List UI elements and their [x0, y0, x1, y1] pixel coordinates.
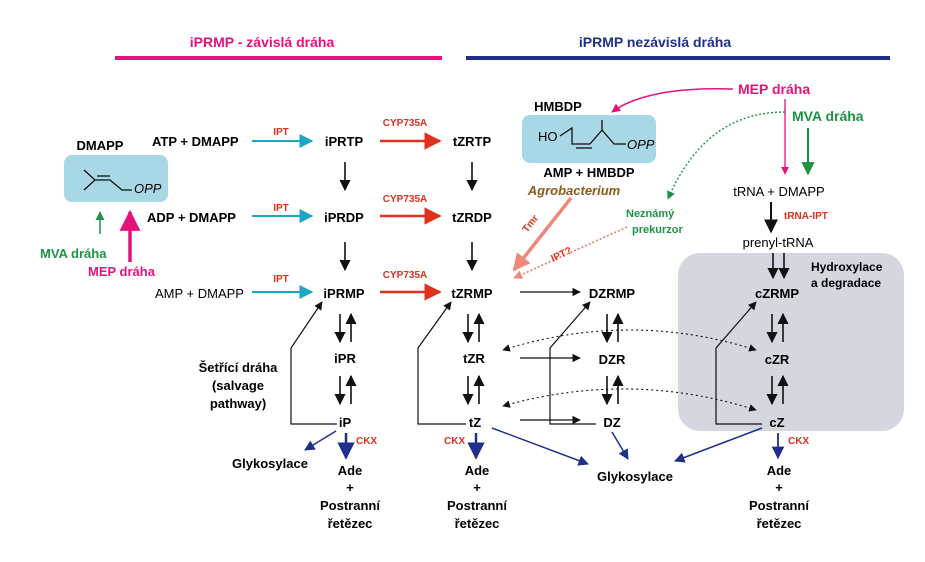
- salvage-label-3: pathway): [210, 396, 266, 411]
- dmapp-label: DMAPP: [77, 138, 124, 153]
- node-iprdp: iPRDP: [324, 210, 364, 225]
- mep-to-hmbdp-arrow: [611, 87, 734, 113]
- salvage-arrow-cz: [715, 301, 762, 425]
- ipt-unknown-arrow: [513, 226, 628, 279]
- hmbdp-opp: OPP: [627, 137, 655, 152]
- retezec-cz: řetězec: [757, 516, 802, 531]
- postranni-cz: Postranní: [749, 498, 809, 513]
- mva-right-label: MVA dráha: [792, 108, 864, 124]
- ckx-label-ip: CKX: [356, 436, 377, 447]
- amp-dmapp: AMP + DMAPP: [155, 286, 244, 301]
- node-tzr: tZR: [463, 351, 485, 366]
- node-dzr: DZR: [599, 352, 626, 367]
- cyp-label-2: CYP735A: [383, 194, 427, 205]
- node-ip: iP: [339, 415, 352, 430]
- ipt-label-1: IPT: [273, 127, 289, 138]
- hydroxylation-line2: a degradace: [811, 276, 881, 290]
- salvage-arrow-tz: [417, 301, 466, 425]
- plus-ip: +: [346, 480, 354, 495]
- tz-to-glyk-arrow: [491, 427, 589, 466]
- hmbdp-box: [522, 115, 656, 163]
- trna-ipt-label: tRNA-IPT: [784, 211, 828, 222]
- salvage-arrow-dz: [549, 301, 596, 425]
- plus-cz: +: [775, 480, 783, 495]
- header-right: iPRMP nezávislá dráha: [579, 34, 731, 50]
- node-cz: cZ: [769, 415, 784, 430]
- amp-hmbdp: AMP + HMBDP: [543, 165, 634, 180]
- header-left: iPRMP - závislá dráha: [190, 34, 335, 50]
- postranni-tz: Postranní: [447, 498, 507, 513]
- atp-dmapp: ATP + DMAPP: [152, 134, 239, 149]
- unknown-precursor-1: Neznámý: [626, 208, 675, 220]
- agrobacterium-label: Agrobacterium: [527, 183, 621, 198]
- dmapp-box: [64, 155, 168, 202]
- ade-ip: Ade: [338, 463, 363, 478]
- dz-to-glyk-arrow: [611, 431, 629, 460]
- hydroxylation-region: [678, 253, 904, 431]
- cyp-label-3: CYP735A: [383, 270, 427, 281]
- retezec-tz: řetězec: [455, 516, 500, 531]
- node-ipr: iPR: [334, 351, 356, 366]
- ade-cz: Ade: [767, 463, 792, 478]
- ipt-label-3: IPT: [273, 274, 289, 285]
- mep-left-label: MEP dráha: [88, 264, 156, 279]
- node-iprmp: iPRMP: [323, 286, 365, 301]
- unknown-precursor-2: prekurzor: [632, 224, 683, 236]
- salvage-label-2: (salvage: [212, 378, 264, 393]
- dmapp-structure-icon: [83, 169, 132, 191]
- ckx-label-cz: CKX: [788, 436, 809, 447]
- glyk-center: Glykosylace: [597, 469, 673, 484]
- ip-to-glyk-arrow: [304, 430, 337, 451]
- hmbdp-structure-icon: [559, 120, 626, 145]
- salvage-label-1: Šetřící dráha: [199, 360, 279, 375]
- hmbdp-label: HMBDP: [534, 99, 582, 114]
- trna-dmapp: tRNA + DMAPP: [733, 184, 824, 199]
- node-dz: DZ: [603, 415, 620, 430]
- prenyl-trna: prenyl-tRNA: [743, 235, 814, 250]
- ade-tz: Ade: [465, 463, 490, 478]
- hmbdp-ho: HO: [538, 129, 558, 144]
- ckx-label-tz: CKX: [444, 436, 465, 447]
- hydroxylation-line1: Hydroxylace: [811, 260, 883, 274]
- node-iprtp: iPRTP: [325, 134, 364, 149]
- node-tz: tZ: [469, 415, 481, 430]
- tmr-label: Tmr: [521, 213, 541, 235]
- node-tzrmp: tZRMP: [451, 286, 492, 301]
- mep-right-label: MEP dráha: [738, 81, 810, 97]
- mva-to-unknown-arrow: [667, 111, 786, 200]
- node-czr: cZR: [765, 352, 790, 367]
- ipt-label-2: IPT: [273, 203, 289, 214]
- cz-to-glyk-arrow: [674, 427, 763, 463]
- postranni-ip: Postranní: [320, 498, 380, 513]
- adp-dmapp: ADP + DMAPP: [147, 210, 236, 225]
- mva-left-label: MVA dráha: [40, 246, 107, 261]
- node-tzrtp: tZRTP: [453, 134, 492, 149]
- retezec-ip: řetězec: [328, 516, 373, 531]
- dmapp-opp: OPP: [134, 181, 162, 196]
- plus-tz: +: [473, 480, 481, 495]
- tmr-arrow: [512, 196, 573, 272]
- salvage-arrow-ip: [290, 301, 337, 425]
- cyp-label-1: CYP735A: [383, 118, 427, 129]
- node-tzrdp: tZRDP: [452, 210, 492, 225]
- node-czrmp: cZRMP: [755, 286, 799, 301]
- node-dzrmp: DZRMP: [589, 286, 636, 301]
- glyk-left: Glykosylace: [232, 456, 308, 471]
- ipt-unknown-label: IPT?: [549, 245, 573, 264]
